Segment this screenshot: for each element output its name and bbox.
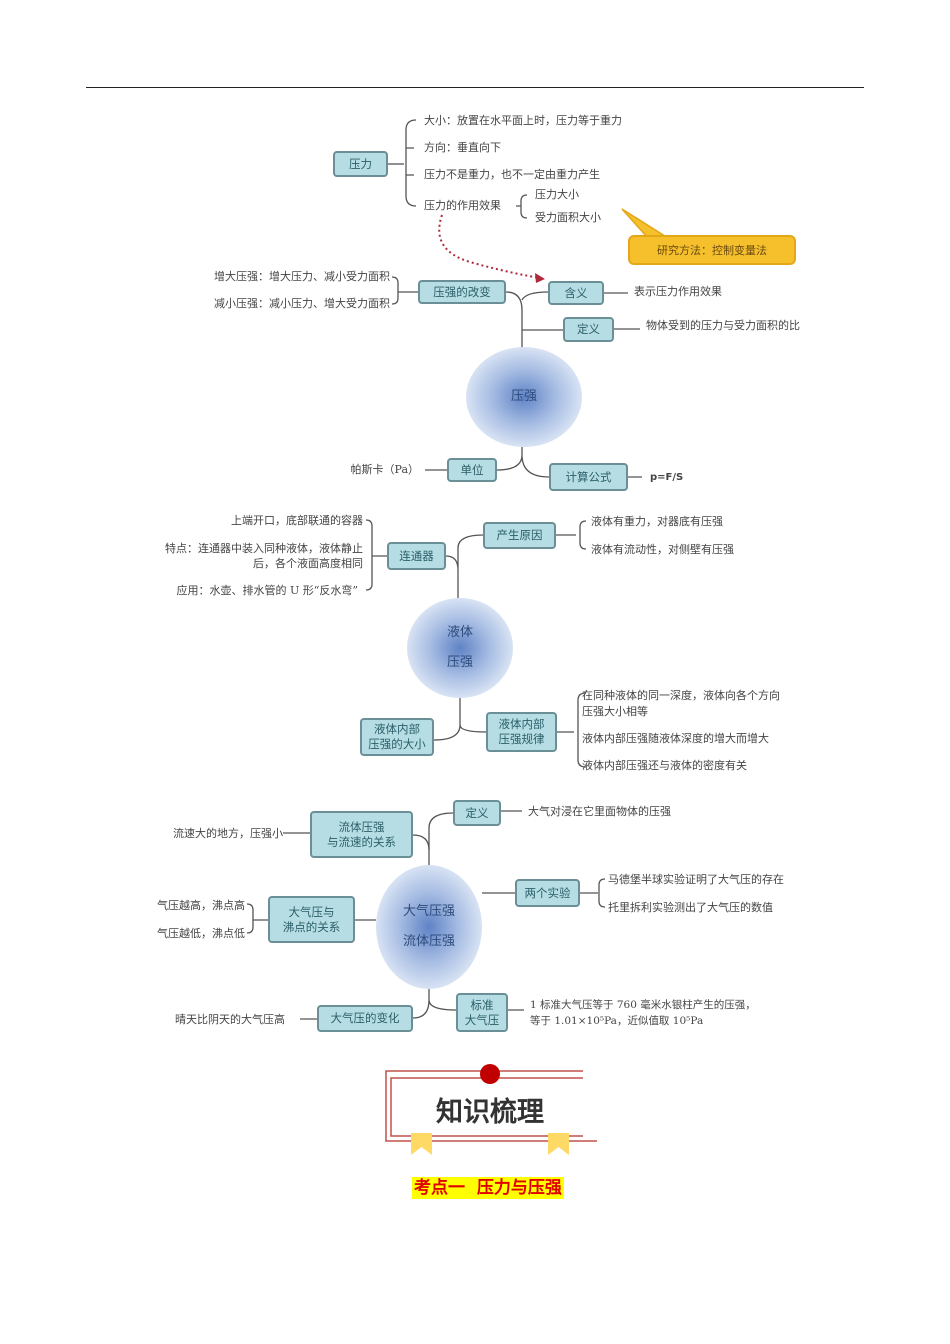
center-liquid-pressure: 液体 压强 [407,598,513,698]
standard-text: 1 标准大气压等于 760 毫米水银柱产生的压强， [530,999,756,1011]
callout-pointer [621,208,671,239]
law-item: 液体内部压强还与液体的密度有关 [582,759,747,772]
node-formula: 计算公式 [549,463,628,491]
connector-item: 应用：水壶、排水管的 U 形“反水弯” [176,584,358,597]
connector-item: 后，各个液面高度相同 [253,557,363,570]
center-label: 压强 [510,389,537,404]
center-pressure: 压强 [466,347,582,447]
pf-item: 压力不是重力，也不一定由重力产生 [424,168,600,181]
node-liquid-law: 液体内部压强规律 [486,712,557,752]
law-item: 液体内部压强随液体深度的增大而增大 [582,732,769,745]
node-pressure-force: 压力 [333,151,388,177]
law-item: 在同种液体的同一深度，液体向各个方向 [582,689,780,702]
node-liquid-size: 液体内部压强的大小 [360,718,434,756]
node-line: 液体内部 [498,717,545,731]
node-boiling: 大气压与沸点的关系 [268,896,355,943]
node-atm-change: 大气压的变化 [317,1005,413,1032]
pf-item: 方向：垂直向下 [424,141,501,154]
arrowhead-icon [535,273,545,283]
change-item: 增大压强：增大压力、减小受力面积 [214,270,390,283]
node-pressure-change: 压强的改变 [418,280,506,304]
cause-item: 液体有流动性，对侧壁有压强 [591,543,734,556]
meaning-text: 表示压力作用效果 [634,285,722,298]
change-item: 减小压强：减小压力、增大受力面积 [214,297,390,310]
node-unit: 单位 [447,458,497,482]
node-connector: 连通器 [387,542,446,570]
center-label: 大气压强 [402,904,455,919]
ribbon-left-icon [411,1133,432,1155]
connector-item: 特点：连通器中装入同种液体，液体静止 [165,542,363,555]
node-line: 沸点的关系 [282,919,341,934]
pf-item: 大小：放置在水平面上时，压力等于重力 [424,114,622,127]
boiling-item: 气压越高，沸点高 [157,899,245,912]
method-callout: 研究方法：控制变量法 [628,235,796,265]
connector-item: 上端开口，底部联通的容器 [231,514,363,527]
definition-text: 物体受到的压力与受力面积的比 [646,319,800,332]
effect-item: 受力面积大小 [535,211,601,224]
center-atm-pressure: 大气压强 流体压强 [376,865,482,989]
topic-heading: 考点一 压力与压强 [412,1177,564,1199]
section-title: 知识梳理 [436,1097,544,1128]
dotted-arrow [438,214,541,279]
law-item: 压强大小相等 [582,705,648,718]
unit-text: 帕斯卡（Pa） [350,463,419,476]
node-standard-atm: 标准大气压 [456,993,508,1032]
formula-text: p=F/S [650,472,684,483]
node-line: 大气压 [464,1012,500,1027]
flow-text: 流速大的地方，压强小 [173,827,283,840]
center-label: 压强 [446,655,473,670]
pf-item: 压力的作用效果 [424,199,501,212]
node-line: 标准 [470,997,494,1012]
node-definition: 定义 [563,317,614,342]
center-label: 液体 [446,625,473,640]
node-line: 大气压与 [288,904,335,919]
standard-text: 等于 1.01×10⁵Pa，近似值取 10⁵Pa [530,1015,704,1027]
node-line: 流体压强 [338,819,385,834]
experiment-item: 马德堡半球实验证明了大气压的存在 [608,873,784,886]
effect-item: 压力大小 [535,188,579,201]
node-line: 压强的大小 [368,737,426,751]
cause-item: 液体有重力，对器底有压强 [591,515,723,528]
node-flow-speed: 流体压强与流速的关系 [310,811,413,858]
node-meaning: 含义 [548,281,604,305]
node-line: 液体内部 [374,722,420,736]
atm-change-text: 晴天比阴天的大气压高 [175,1013,285,1026]
node-line: 与流速的关系 [327,834,396,849]
center-label: 流体压强 [402,934,455,949]
node-cause: 产生原因 [483,522,556,549]
boiling-item: 气压越低，沸点低 [157,927,245,940]
node-line: 压强规律 [498,732,545,746]
ribbon-right-icon [548,1133,569,1155]
node-atm-definition: 定义 [453,800,501,826]
experiment-item: 托里拆利实验测出了大气压的数值 [608,901,773,914]
header-rule [86,87,864,88]
node-experiments: 两个实验 [515,879,580,907]
atm-definition-text: 大气对浸在它里面物体的压强 [528,805,671,818]
banner-dot [480,1064,500,1084]
